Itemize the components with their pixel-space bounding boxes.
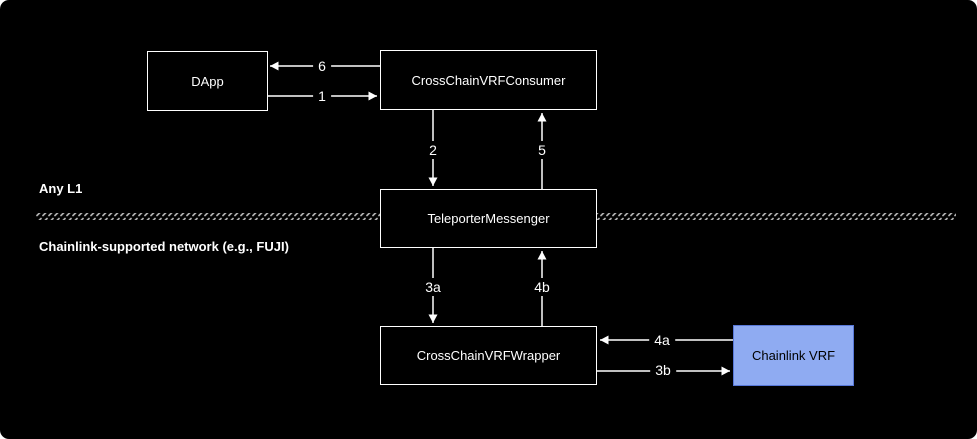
edge-label-4b: 4b <box>529 278 555 296</box>
region-label-any-l1: Any L1 <box>39 181 83 196</box>
node-chainlink-vrf-label: Chainlink VRF <box>751 348 836 363</box>
edge-label-1: 1 <box>313 87 331 105</box>
edge-label-3a: 3a <box>420 278 446 296</box>
node-teleporter-messenger-label: TeleporterMessenger <box>427 211 550 226</box>
node-dapp: DApp <box>147 51 268 111</box>
node-crosschain-vrf-consumer-label: CrossChainVRFConsumer <box>411 72 566 88</box>
node-crosschain-vrf-wrapper-label: CrossChainVRFWrapper <box>416 348 561 363</box>
edge-label-5: 5 <box>533 141 551 159</box>
node-chainlink-vrf: Chainlink VRF <box>733 325 854 386</box>
edge-label-4a: 4a <box>649 331 675 349</box>
edge-label-2: 2 <box>424 141 442 159</box>
region-label-chainlink-network: Chainlink-supported network (e.g., FUJI) <box>39 239 289 254</box>
node-crosschain-vrf-wrapper: CrossChainVRFWrapper <box>380 326 597 385</box>
node-crosschain-vrf-consumer: CrossChainVRFConsumer <box>380 50 597 110</box>
edge-label-3b: 3b <box>650 361 676 379</box>
node-teleporter-messenger: TeleporterMessenger <box>380 189 597 248</box>
edge-label-6: 6 <box>313 57 331 75</box>
node-dapp-label: DApp <box>191 73 224 89</box>
